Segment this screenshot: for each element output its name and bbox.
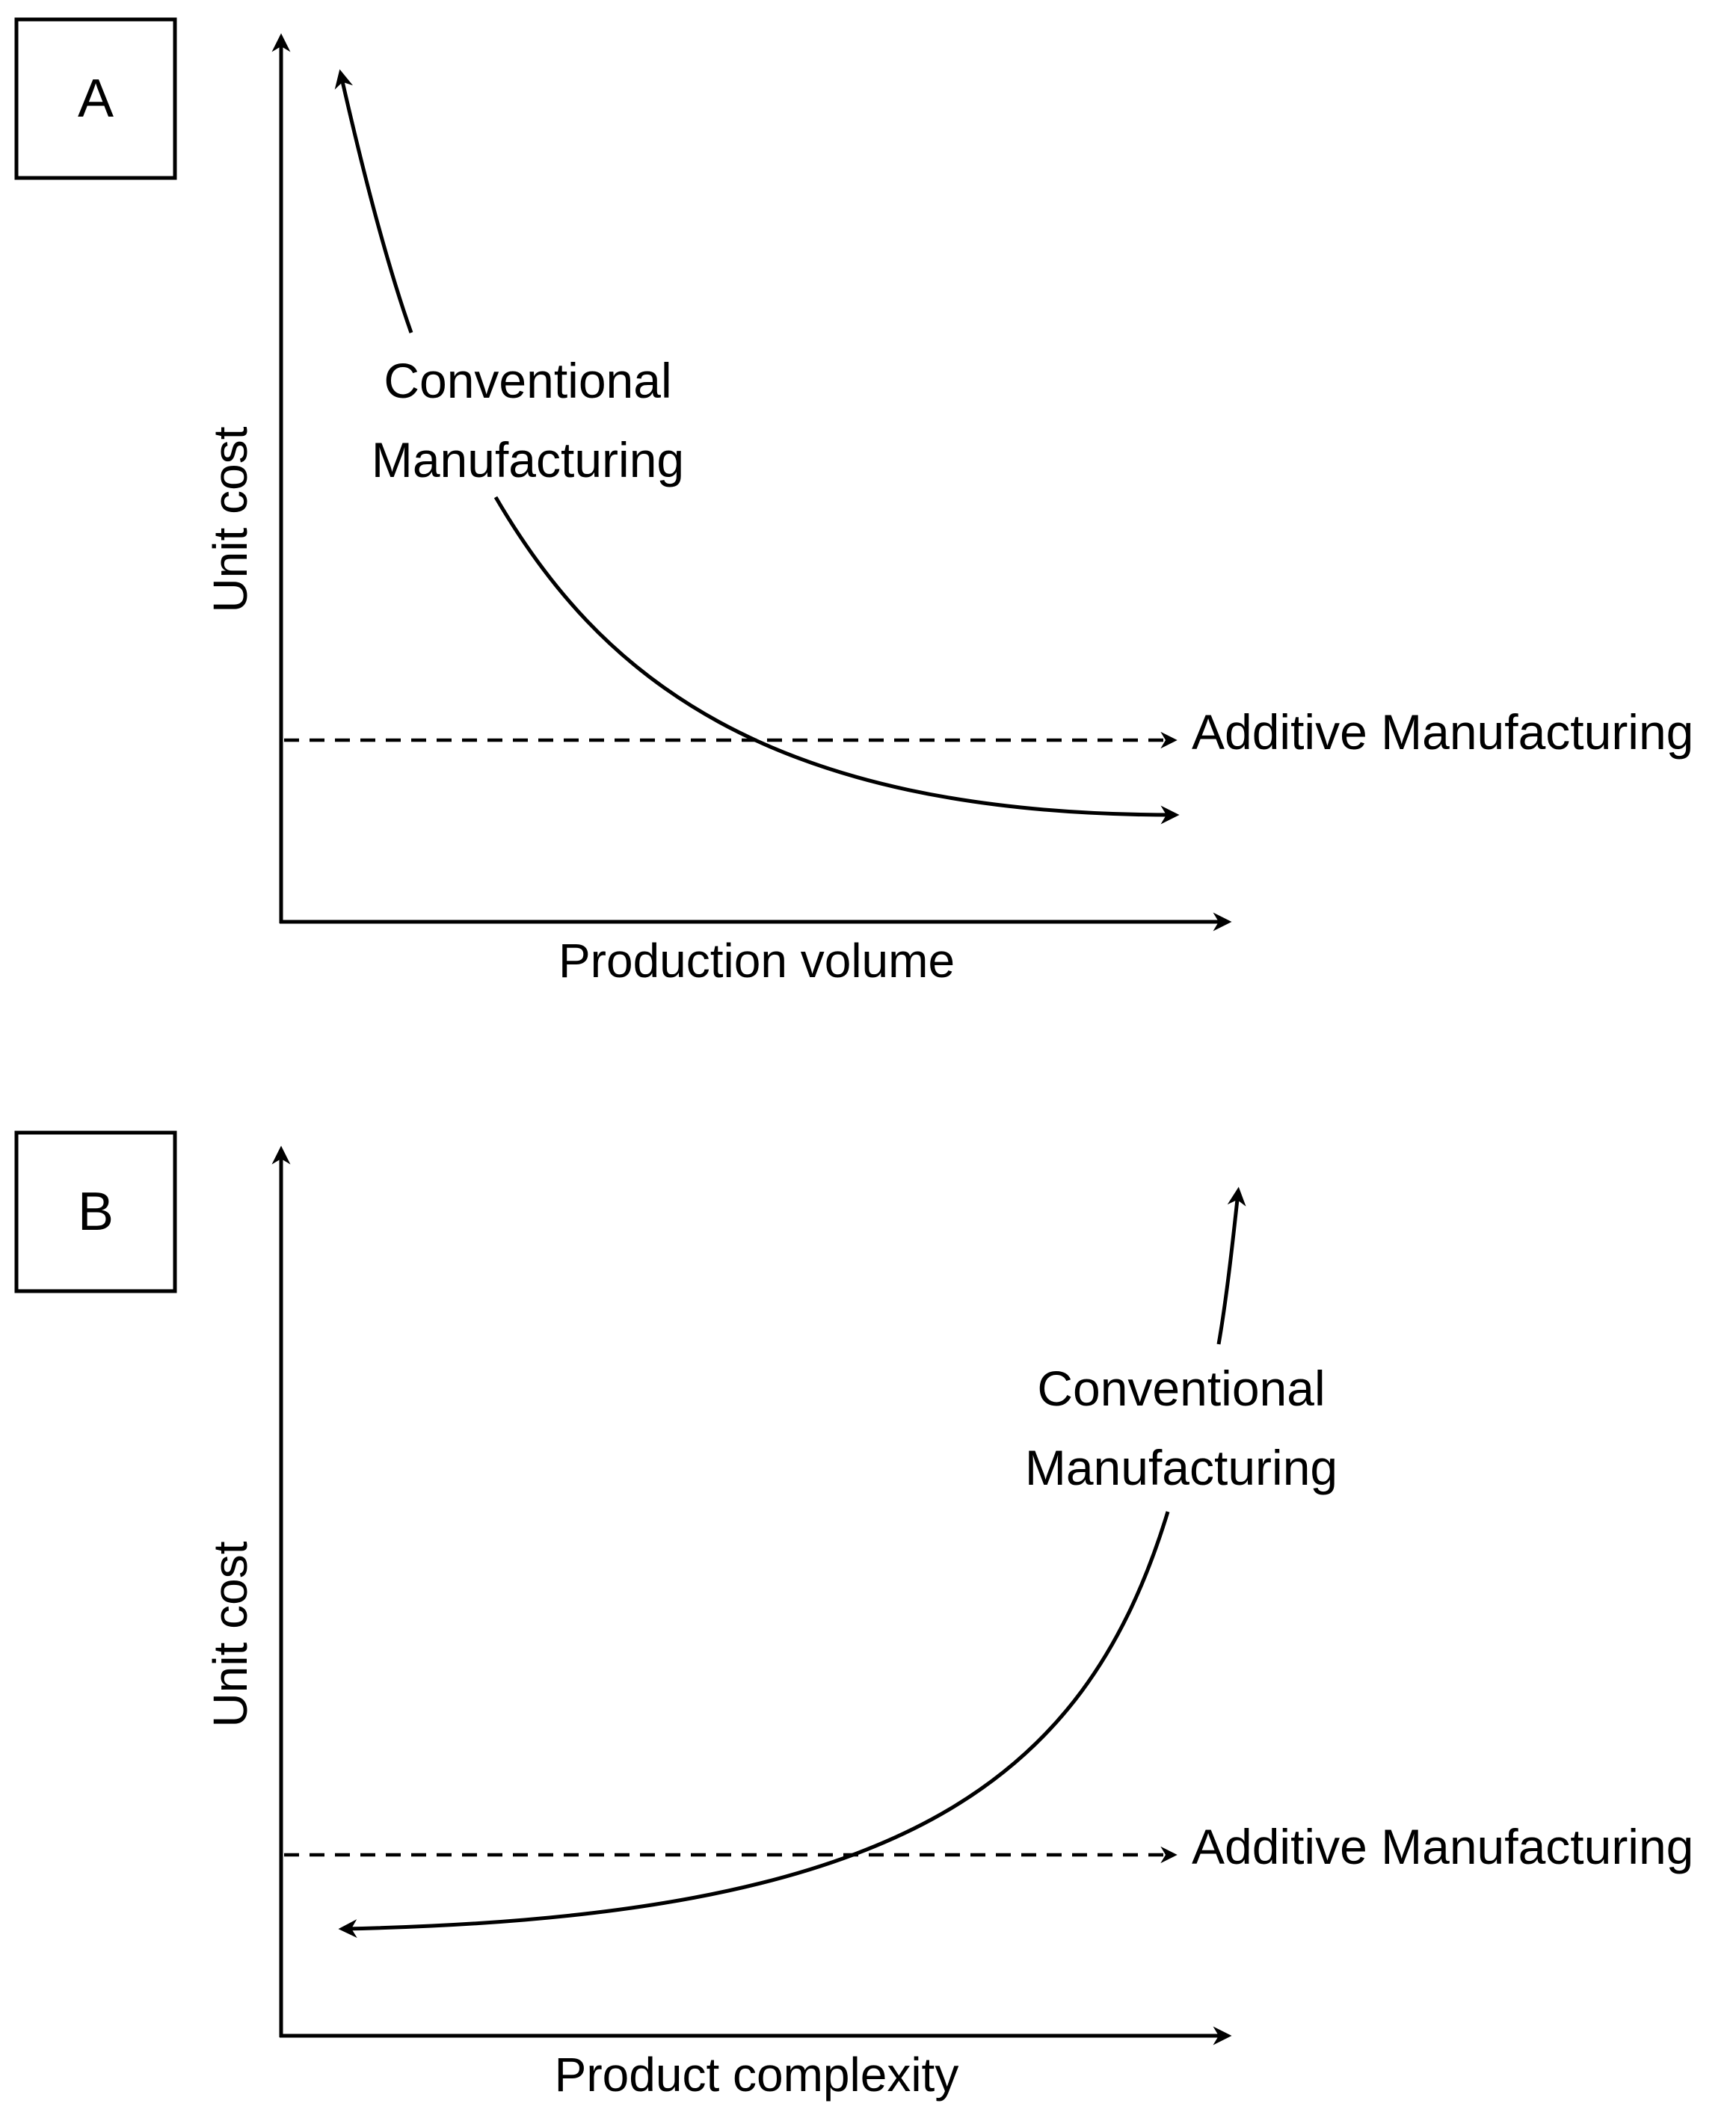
panel-b-y-axis-label: Unit cost (203, 1541, 257, 1727)
panel-b-label-box (14, 1130, 177, 1293)
panel-b-conventional-curve-upper (1216, 1186, 1246, 1345)
panel-a-y-axis-label: Unit cost (203, 426, 257, 612)
panel-a: A Unit cost Production volume Additive M… (14, 17, 1693, 988)
panel-a-conventional-label-line2: Manufacturing (372, 432, 684, 487)
panel-b-conventional-label-line1: Conventional (1037, 1361, 1325, 1416)
panel-a-letter: A (78, 69, 114, 129)
panel-a-conventional-curve-lower (493, 496, 1180, 825)
panel-a-additive-label: Additive Manufacturing (1192, 704, 1693, 760)
panel-a-conventional-curve-upper (334, 69, 413, 333)
panel-b-conventional-curve-lower (338, 1511, 1170, 1939)
panel-a-label-box (14, 17, 177, 180)
panel-a-conventional-label-line1: Conventional (384, 353, 671, 408)
panel-a-x-axis-label: Production volume (558, 934, 955, 988)
panel-b-additive-label: Additive Manufacturing (1192, 1819, 1693, 1874)
panel-b-letter: B (78, 1182, 114, 1242)
panel-b-x-axis-label: Product complexity (555, 2048, 959, 2102)
panel-b-conventional-label-line2: Manufacturing (1025, 1440, 1338, 1495)
panel-b: B Unit cost Product complexity Additive … (14, 1130, 1693, 2102)
